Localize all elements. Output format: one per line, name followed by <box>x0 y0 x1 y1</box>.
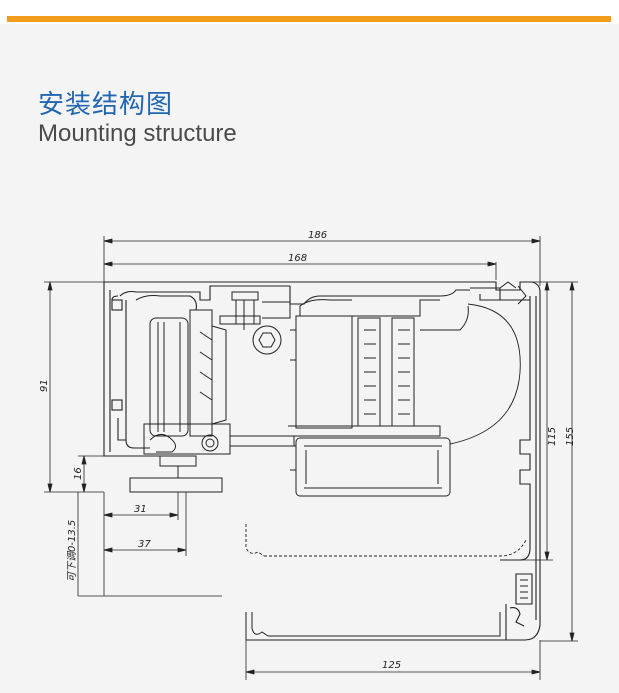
lower-profile-dashed <box>245 524 527 557</box>
page-title-cn: 安装结构图 <box>38 90 174 120</box>
page-title-en: Mounting structure <box>38 120 237 147</box>
dimension-186: 186 <box>308 230 327 241</box>
motor-housing <box>288 299 521 497</box>
bolt-assembly <box>219 291 291 355</box>
roller-trolley <box>129 309 295 493</box>
dimension-155: 155 <box>565 427 576 446</box>
accent-bar <box>7 16 611 22</box>
dimension-115: 115 <box>547 427 558 446</box>
lower-track <box>245 612 506 641</box>
dimension-adjust: 可下调0-13.5 <box>66 520 78 582</box>
right-clip <box>499 281 527 305</box>
dimension-168: 168 <box>288 253 307 264</box>
dimension-37: 37 <box>138 539 151 550</box>
dimension-lines <box>44 236 578 680</box>
dimension-91: 91 <box>39 379 50 392</box>
dimension-31: 31 <box>134 504 147 515</box>
beam-profile <box>103 281 541 641</box>
dimension-125: 125 <box>382 660 401 671</box>
dimension-16: 16 <box>73 467 84 480</box>
